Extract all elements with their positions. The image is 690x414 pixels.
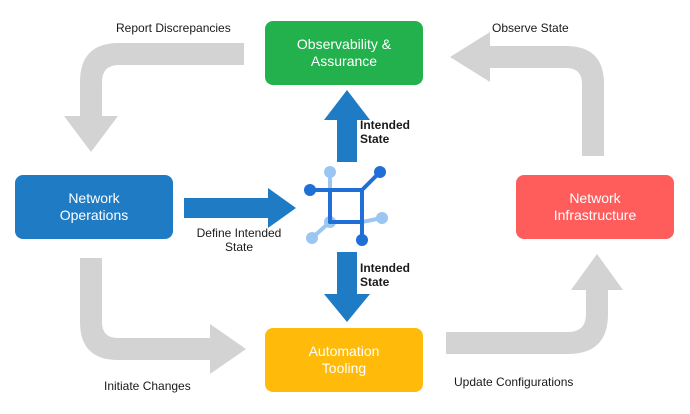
intended-state-down-label: Intended State: [360, 261, 410, 289]
define-intended-state-label: Define Intended State: [196, 226, 282, 254]
report-discrepancies-arrow: [64, 43, 244, 152]
automation-tooling-label: Automation Tooling: [308, 343, 380, 376]
network-infrastructure-label: Network Infrastructure: [553, 190, 637, 223]
intended-state-up-label: Intended State: [360, 118, 410, 146]
observe-state-arrow: [450, 32, 604, 156]
report-discrepancies-label: Report Discrepancies: [116, 21, 231, 35]
observe-state-label: Observe State: [492, 21, 569, 35]
network-infrastructure-node: Network Infrastructure: [516, 175, 674, 239]
automation-tooling-node: Automation Tooling: [265, 328, 423, 392]
observability-assurance-node: Observability & Assurance: [265, 21, 423, 85]
network-operations-node: Network Operations: [15, 175, 173, 239]
define-intended-state-arrow: [184, 188, 296, 228]
network-operations-label: Network Operations: [59, 190, 129, 223]
observability-assurance-label: Observability & Assurance: [296, 36, 392, 69]
initiate-changes-label: Initiate Changes: [104, 379, 191, 393]
initiate-changes-arrow: [80, 258, 246, 374]
intended-state-down-arrow: [324, 252, 370, 322]
network-graph-icon: [304, 166, 388, 246]
update-configurations-label: Update Configurations: [454, 375, 574, 389]
intended-state-up-arrow: [324, 90, 370, 162]
update-configurations-arrow: [446, 254, 623, 354]
